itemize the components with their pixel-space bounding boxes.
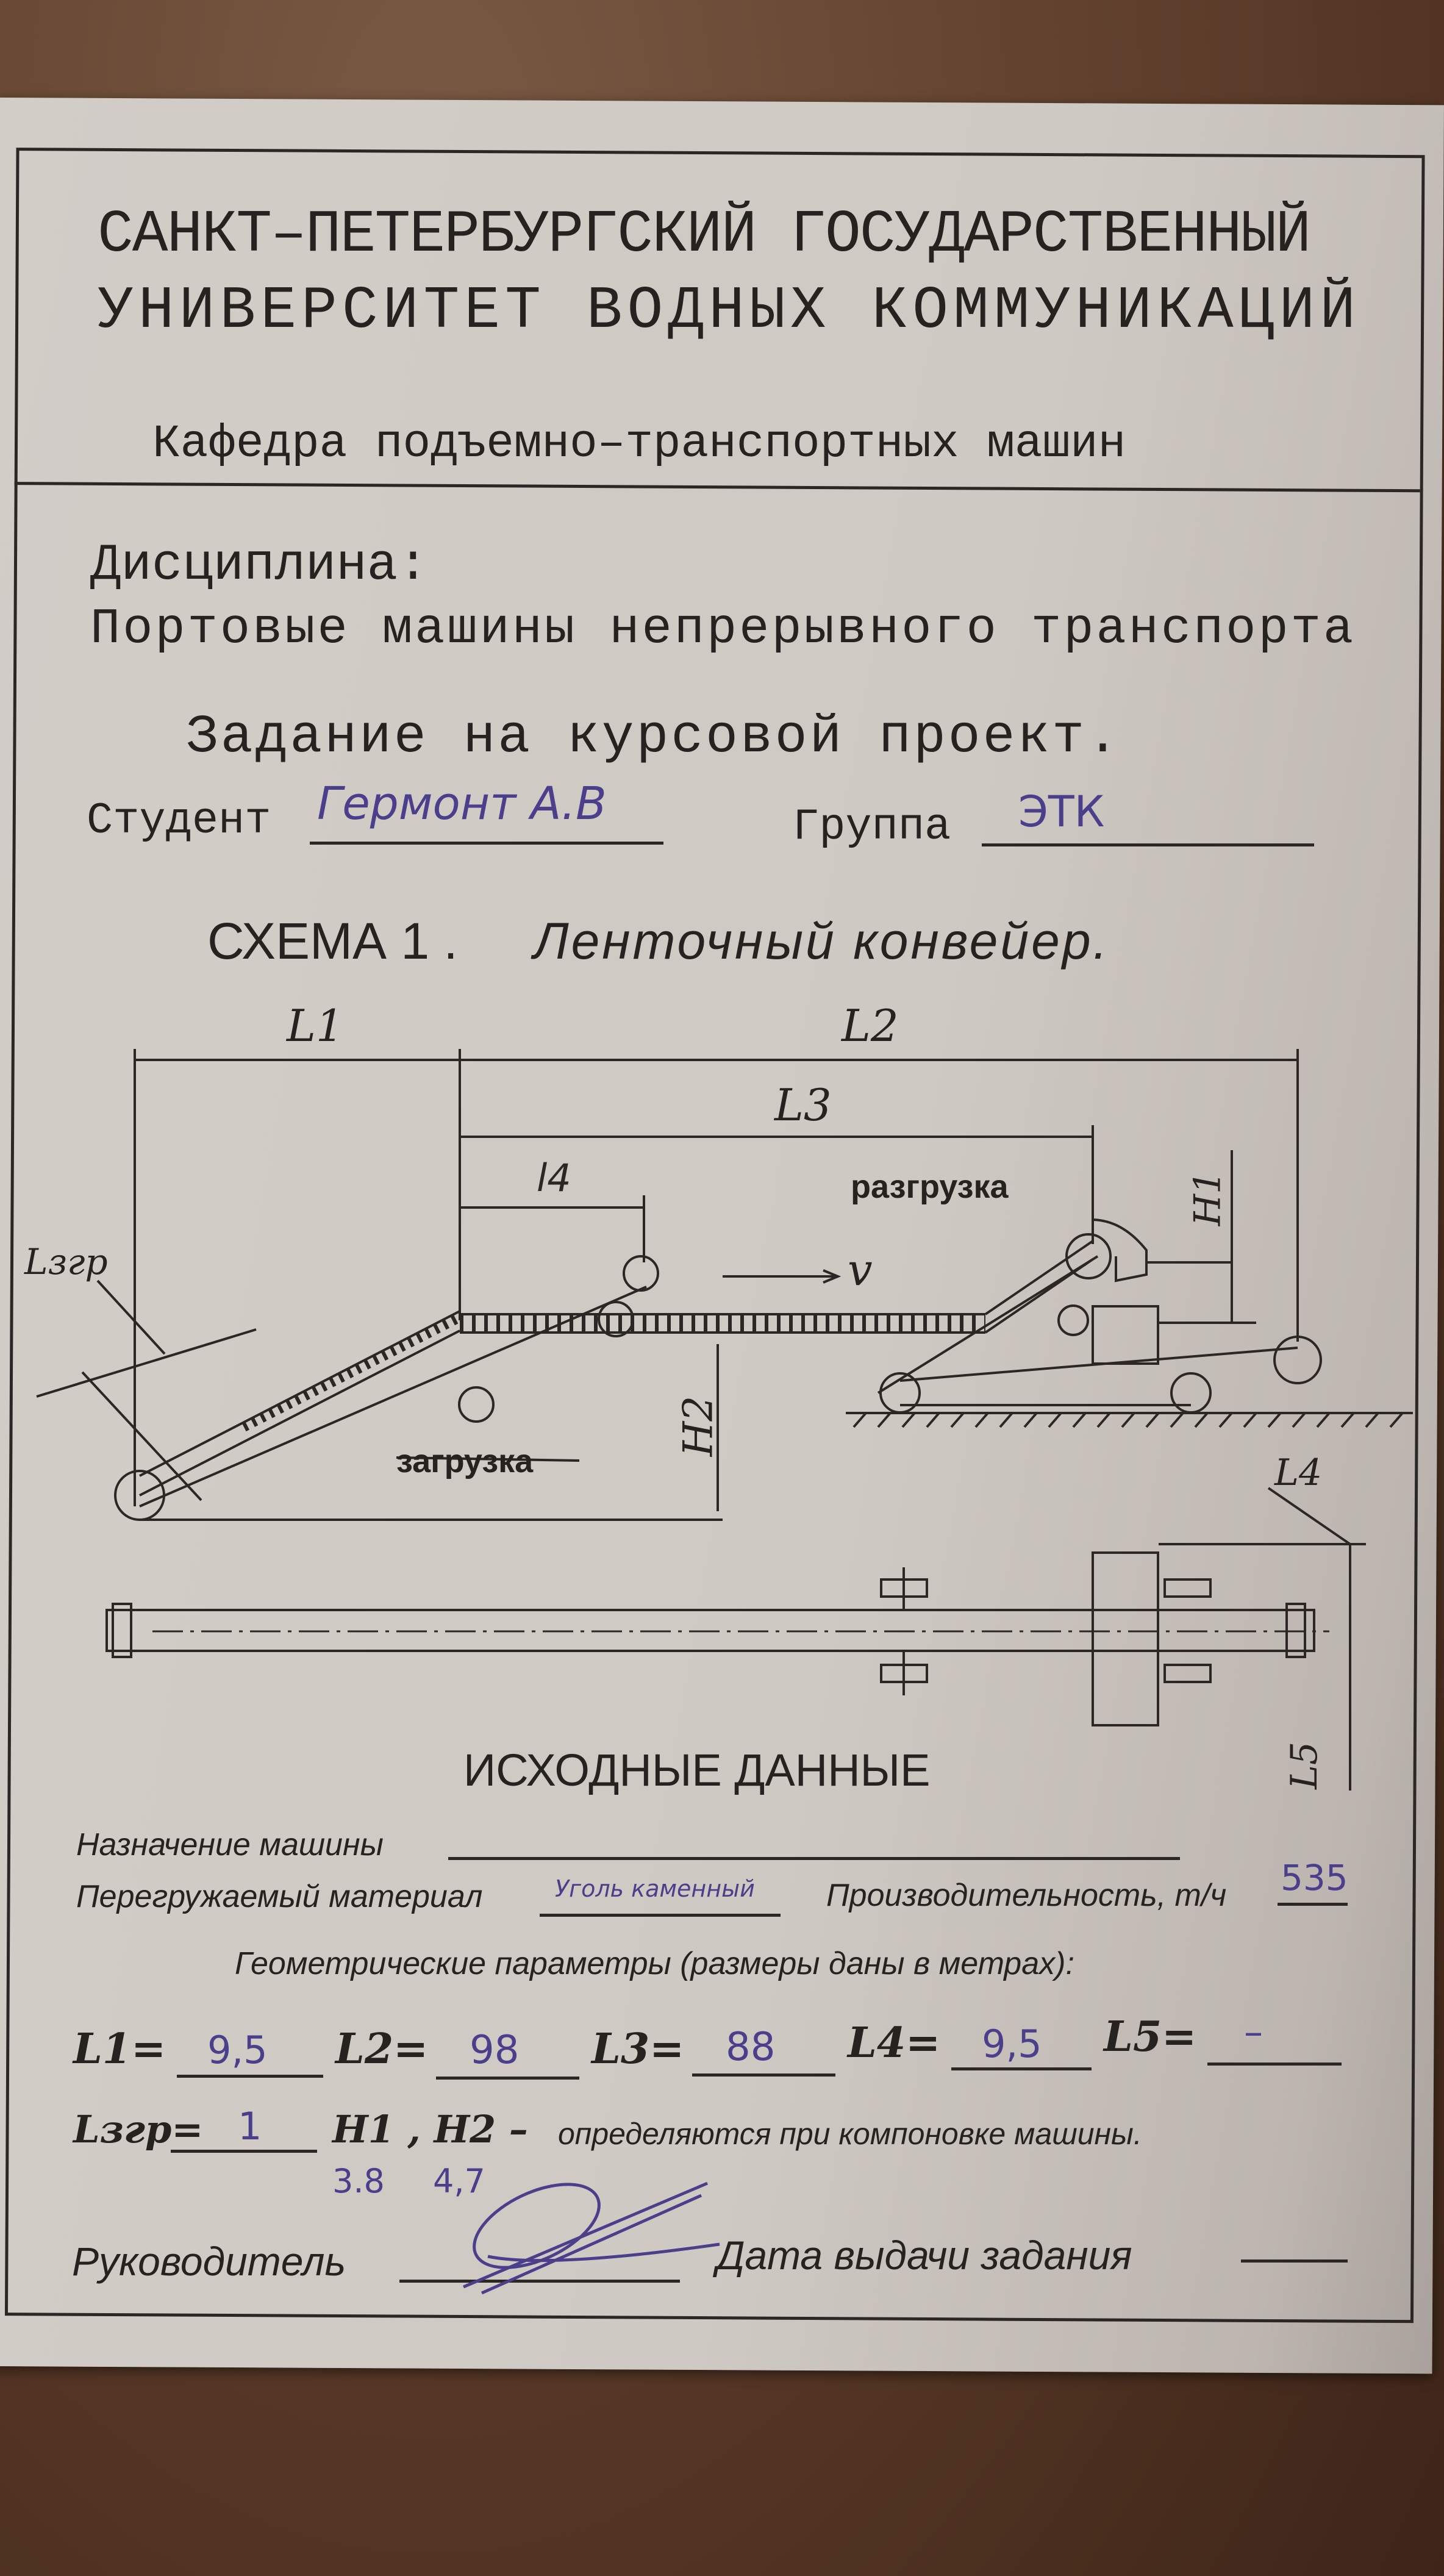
capacity-value: 535 xyxy=(1281,1857,1348,1898)
param-L5-field xyxy=(1207,2063,1342,2066)
param-L1-value: 9,5 xyxy=(207,2028,268,2072)
department-name: Кафедра подъемно–транспортных машин xyxy=(152,418,1126,470)
assignment-title: Задание на курсовой проект. xyxy=(186,707,1121,768)
label-loading: загрузка xyxy=(396,1443,534,1479)
param-L4-field xyxy=(951,2067,1092,2070)
lzgr-field xyxy=(171,2150,317,2153)
issue-date-field xyxy=(1241,2259,1348,2263)
material-label: Перегружаемый материал xyxy=(76,1879,483,1914)
label-Lzgr: Lзгр xyxy=(24,1241,108,1283)
group-label: Группа xyxy=(793,802,951,852)
param-L4-value: 9,5 xyxy=(982,2022,1042,2066)
university-name-line1: САНКТ–ПЕТЕРБУРГСКИЙ ГОСУДАРСТВЕННЫЙ xyxy=(98,201,1311,269)
label-L3: L3 xyxy=(774,1079,832,1131)
label-velocity: v xyxy=(848,1244,873,1295)
param-L3-value: 88 xyxy=(726,2025,776,2070)
label-L1: L1 xyxy=(287,1000,344,1051)
param-L2-value: 98 xyxy=(470,2028,520,2073)
label-unloading: разгрузка xyxy=(851,1168,1009,1205)
param-L2-field xyxy=(436,2077,579,2080)
student-underline xyxy=(310,842,663,845)
h1-value: 3.8 xyxy=(332,2162,385,2200)
param-L2-label: L2= xyxy=(335,2025,429,2073)
lzgr-label: Lзгр= xyxy=(73,2107,204,2152)
student-label: Студент xyxy=(87,796,271,846)
param-L1-label: L1= xyxy=(73,2025,166,2073)
capacity-label: Производительность, т/ч xyxy=(826,1878,1227,1913)
capacity-field xyxy=(1278,1903,1348,1906)
param-L5-label: L5= xyxy=(1104,2012,1197,2061)
lzgr-value: 1 xyxy=(238,2104,262,2148)
group-underline xyxy=(982,843,1314,846)
label-L2: L2 xyxy=(842,1000,899,1051)
param-L3-field xyxy=(692,2073,835,2077)
discipline-label: Дисциплина: xyxy=(90,537,429,595)
machine-purpose-label: Назначение машины xyxy=(76,1827,384,1862)
material-value: Уголь каменный xyxy=(555,1875,755,1902)
param-L5-value: – xyxy=(1244,2009,1263,2054)
geometry-label: Геометрические параметры (размеры даны в… xyxy=(235,1946,1074,1981)
issue-date-label: Дата выдачи задания xyxy=(717,2233,1132,2278)
h-label: H1 , H2 – xyxy=(332,2107,528,2152)
material-field xyxy=(540,1914,781,1917)
h-note: определяются при компоновке машины. xyxy=(558,2117,1142,2151)
label-l4: l4 xyxy=(537,1156,571,1200)
params-row: L1= 9,5 L2= 98 L3= 88 L4= 9,5 L5= – xyxy=(73,2009,1354,2086)
machine-purpose-field xyxy=(448,1857,1180,1860)
discipline-name: Портовые машины непрерывного транспорта xyxy=(90,601,1356,657)
university-name-line2: УНИВЕРСИТЕТ ВОДНЫХ КОММУНИКАЦИЙ xyxy=(98,277,1361,345)
h2-value: 4,7 xyxy=(433,2162,485,2200)
scheme-number: СХЕМА 1 . xyxy=(207,912,458,970)
student-name: Гермонт А.В xyxy=(317,778,607,830)
source-data-heading: ИСХОДНЫЕ ДАННЫЕ xyxy=(463,1745,931,1795)
group-value: ЭТК xyxy=(1018,787,1105,837)
scheme-title: Ленточный конвейер. xyxy=(534,912,1110,970)
param-L1-field xyxy=(177,2075,323,2078)
supervisor-label: Руководитель xyxy=(72,2239,346,2284)
label-L4: L4 xyxy=(1274,1451,1323,1494)
supervisor-signature-field xyxy=(399,2280,680,2283)
param-L4-label: L4= xyxy=(848,2019,941,2067)
param-L3-label: L3= xyxy=(592,2025,685,2073)
